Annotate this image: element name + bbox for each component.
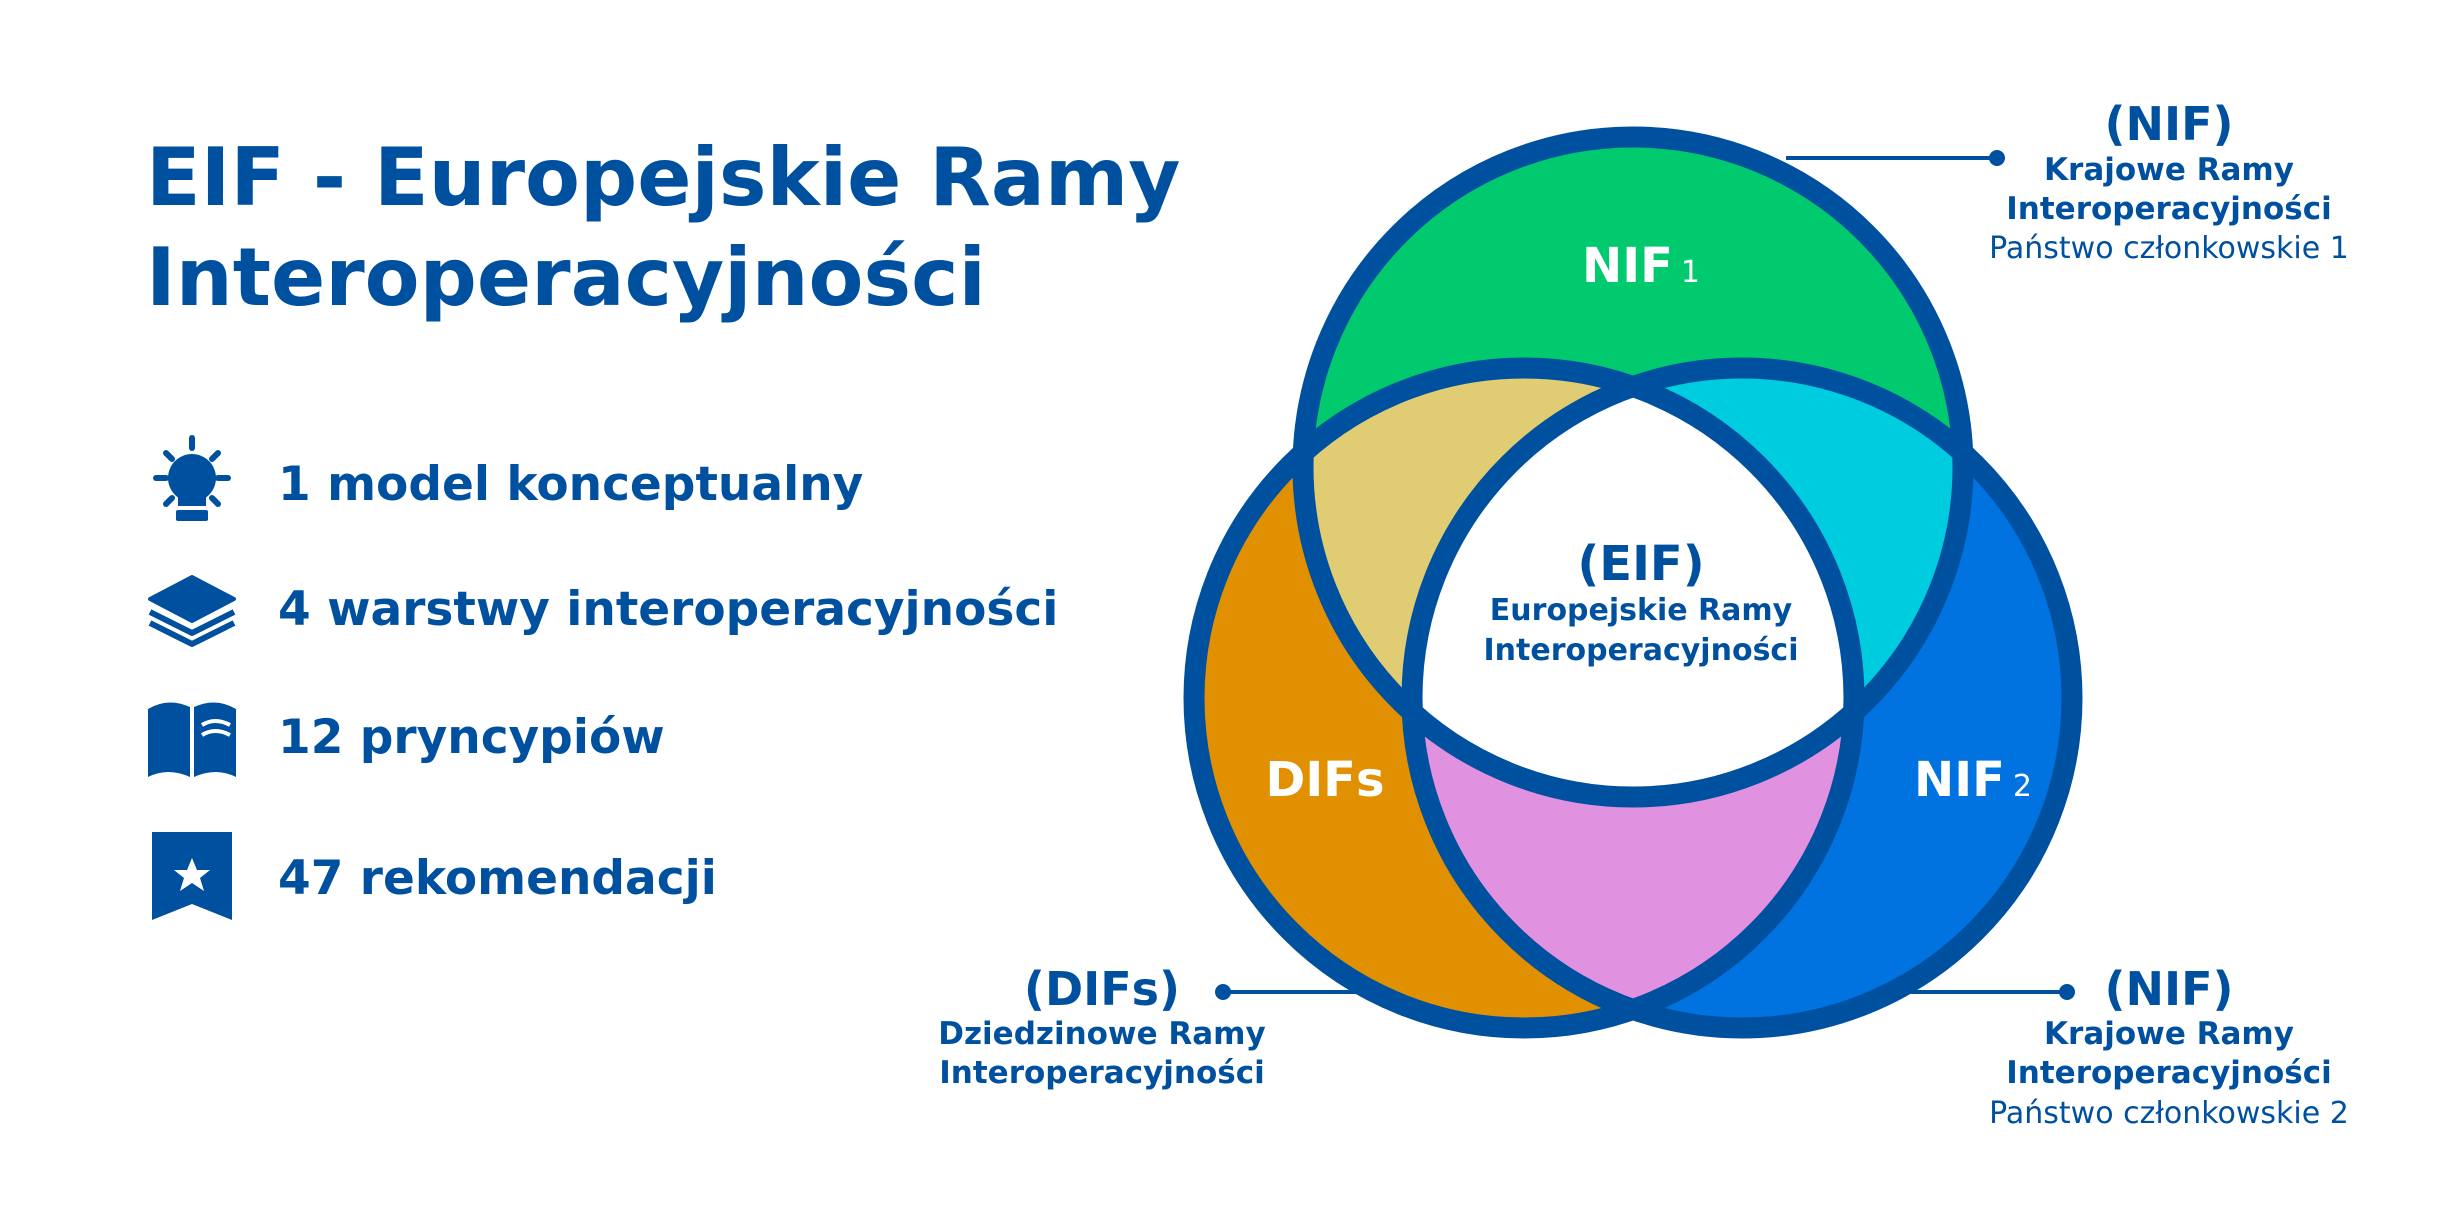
callout-dot [1989, 150, 2005, 166]
callout-nif2-line-1: Krajowe Ramy [2044, 1016, 2294, 1052]
eif-line-1: Europejskie Ramy [1490, 593, 1793, 628]
open-book-icon [140, 687, 244, 787]
layers-icon [140, 559, 244, 659]
feature-item-principles: 12 pryncypiów [140, 687, 665, 787]
feature-label: 4 warstwy interoperacyjności [278, 581, 1059, 637]
difs-label: DIFs [1265, 752, 1384, 808]
callout-dot [2059, 984, 2075, 1000]
feature-label: 1 model konceptualny [278, 456, 864, 512]
callout-difs-abbr: (DIFs) [1024, 962, 1180, 1016]
feature-item-model: 1 model konceptualny [140, 434, 863, 534]
eif-abbr: (EIF) [1577, 536, 1704, 592]
lightbulb-icon [140, 434, 244, 534]
callout-nif1-abbr: (NIF) [2104, 97, 2233, 151]
callout-difs-line-2: Interoperacyjności [939, 1055, 1265, 1091]
title-line-2: Interoperacyjności [146, 231, 986, 324]
feature-item-layers: 4 warstwy interoperacyjności [140, 559, 1058, 659]
difs-circle-outline [1183, 357, 1865, 1039]
callout-difs-line-1: Dziedzinowe Ramy [938, 1016, 1265, 1052]
feature-label: 47 rekomendacji [278, 850, 717, 906]
callout-nif2-line-2: Interoperacyjności [2006, 1055, 2332, 1091]
eif-line-2: Interoperacyjności [1484, 633, 1799, 668]
callout-nif2-line-3: Państwo członkowskie 2 [1989, 1096, 2349, 1131]
callout-nif1-line-3: Państwo członkowskie 1 [1989, 231, 2349, 266]
feature-item-recommendations: 47 rekomendacji [140, 828, 717, 928]
callout-nif1-line-2: Interoperacyjności [2006, 191, 2332, 227]
bookmark-star-icon [140, 828, 244, 928]
callout-dot [1215, 984, 1231, 1000]
title-line-1: EIF - Europejskie Ramy [146, 131, 1181, 224]
eif-center-region [1412, 368, 1854, 797]
page-title: EIF - Europejskie Ramy Interoperacyjnośc… [146, 128, 1180, 328]
callout-nif2-abbr: (NIF) [2104, 962, 2233, 1016]
feature-label: 12 pryncypiów [278, 709, 665, 765]
callout-nif1-line-1: Krajowe Ramy [2044, 152, 2294, 188]
nif2-circle-outline [1401, 357, 2083, 1039]
